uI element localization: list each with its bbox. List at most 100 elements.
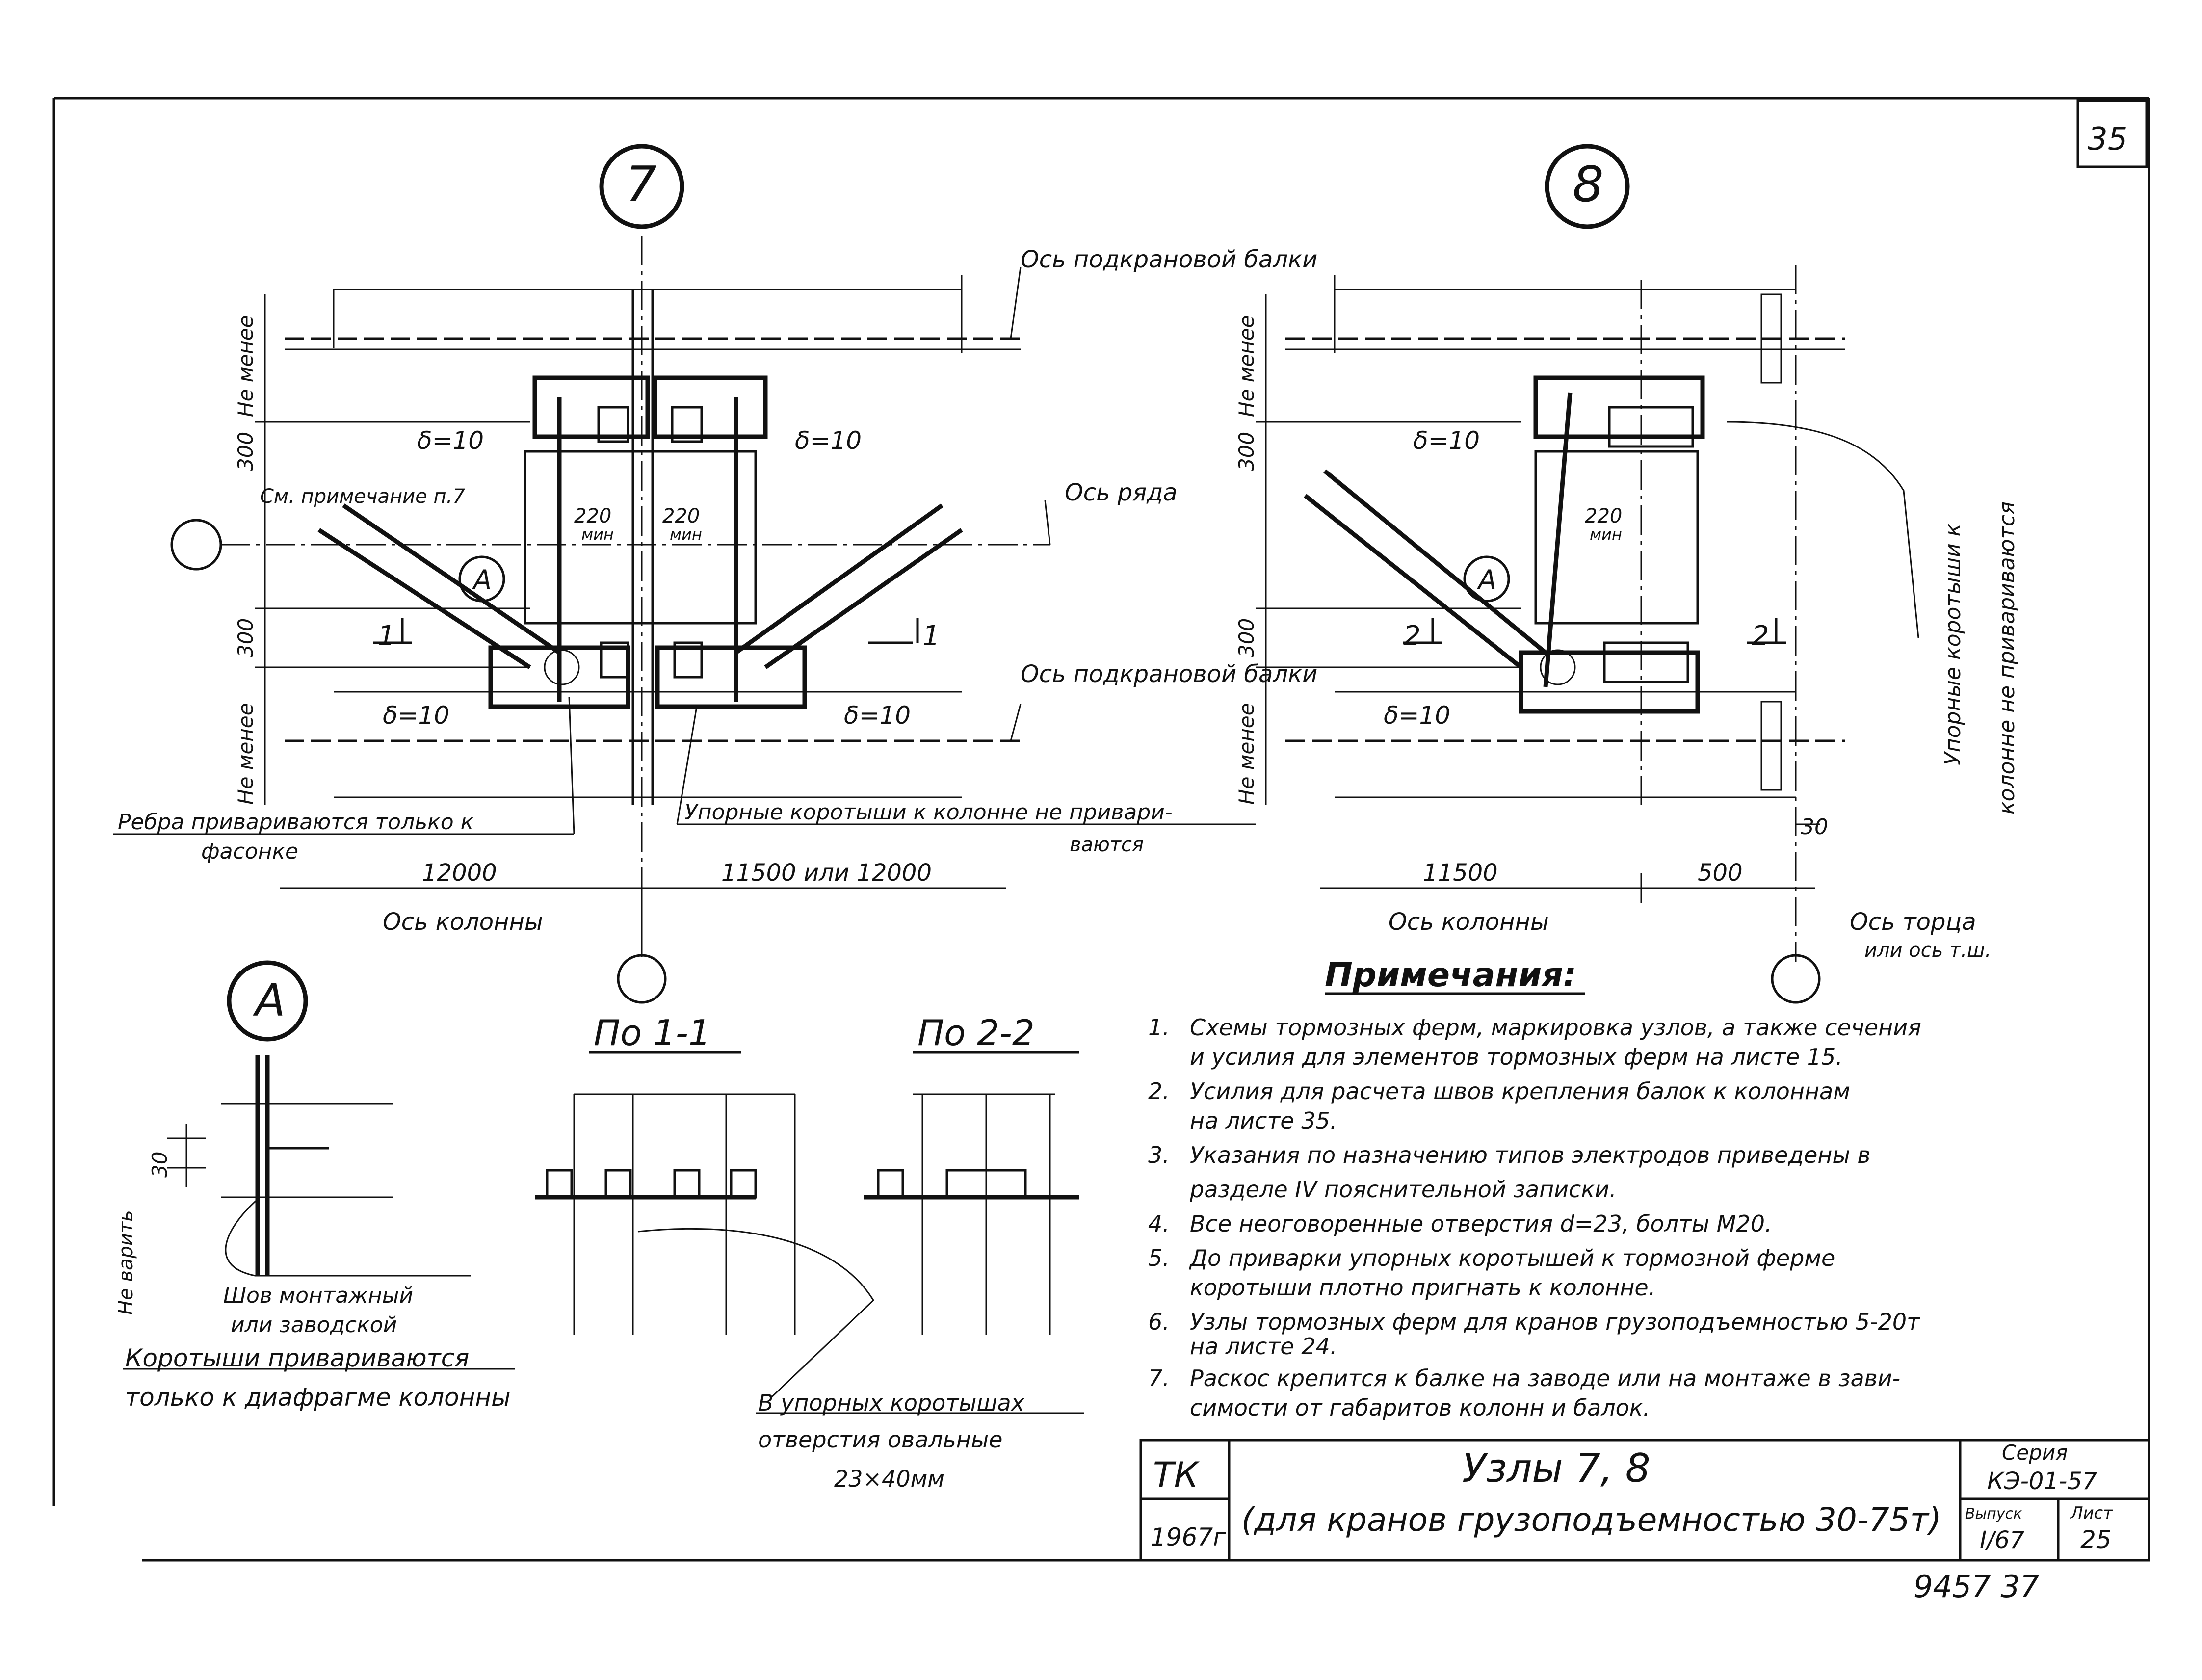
node7-dim-220-right: 220 bbox=[662, 505, 700, 527]
node7-stop-note-2: ваются bbox=[1070, 834, 1144, 856]
node8-dim-30: 30 bbox=[1801, 814, 1828, 840]
title-block bbox=[1139, 1439, 2150, 1562]
title-subtitle: (для кранов грузоподъемностью 30-75т) bbox=[1241, 1501, 1941, 1539]
issue-label: Выпуск bbox=[1965, 1505, 2022, 1522]
node7-section-left: 1 bbox=[378, 620, 395, 652]
node8-min: мин bbox=[1590, 525, 1622, 544]
node7-axis-beam-top: Ось подкрановой балки bbox=[1021, 246, 1317, 273]
title-org: ТК bbox=[1153, 1455, 1200, 1495]
node7-rib-note-2: фасонке bbox=[201, 839, 298, 864]
note-1-num: 1. bbox=[1148, 1014, 1170, 1041]
node7-callout-a-circle bbox=[458, 555, 505, 603]
node7-label: 7 bbox=[626, 156, 657, 213]
row-axis-bubble bbox=[170, 519, 222, 571]
note-5-num: 5. bbox=[1148, 1245, 1170, 1271]
node8-label: 8 bbox=[1573, 156, 1604, 213]
node8-dim-left: 11500 bbox=[1423, 859, 1498, 887]
note-6-line1: Узлы тормозных ферм для кранов грузоподъ… bbox=[1190, 1309, 1920, 1335]
node8-axis-end-1: Ось торца bbox=[1850, 908, 1976, 936]
node8-axis-end-2: или ось т.ш. bbox=[1864, 939, 1991, 962]
node8-callout-a-circle bbox=[1463, 555, 1510, 603]
holes-note-1: В упорных коротышах bbox=[758, 1390, 1025, 1416]
node7-delta-bottom-left: δ=10 bbox=[383, 701, 449, 730]
bottom-mark: 9457 37 bbox=[1914, 1569, 2039, 1604]
note-3-line2: разделе IV пояснительной записки. bbox=[1189, 1176, 1617, 1203]
node8-dim-right: 500 bbox=[1698, 859, 1743, 887]
node7-drawing bbox=[113, 144, 1256, 1004]
node7-delta-top-left: δ=10 bbox=[417, 426, 484, 455]
section-1-title: По 1-1 bbox=[594, 1012, 711, 1053]
title-main: Узлы 7, 8 bbox=[1462, 1445, 1651, 1491]
note-3-line1: Указания по назначению типов электродов … bbox=[1190, 1142, 1871, 1168]
note-2-line1: Усилия для расчета швов крепления балок … bbox=[1190, 1078, 1850, 1104]
detail-a-weld-2: или заводской bbox=[231, 1312, 397, 1338]
node7-dim-left: 12000 bbox=[422, 859, 497, 887]
series-label: Серия bbox=[2002, 1441, 2068, 1465]
sheet-label: Лист bbox=[2070, 1503, 2113, 1523]
note-7-line2: симости от габаритов колонн и балок. bbox=[1190, 1394, 1650, 1421]
title-year: 1967г bbox=[1151, 1523, 1226, 1551]
column-axis-bubble-7 bbox=[617, 954, 667, 1004]
node7-axis-column: Ось колонны bbox=[383, 908, 543, 936]
note-7-num: 7. bbox=[1148, 1365, 1170, 1391]
node8-not-less-bottom: Не менее bbox=[1234, 703, 1258, 805]
note-1-line2: и усилия для элементов тормозных ферм на… bbox=[1190, 1044, 1843, 1070]
sheet-value: 25 bbox=[2080, 1525, 2112, 1554]
node7-not-less-bottom: Не менее bbox=[234, 703, 258, 805]
note-4-num: 4. bbox=[1148, 1210, 1170, 1237]
node7-not-less-top: Не менее bbox=[234, 315, 258, 417]
holes-note-3: 23×40мм bbox=[834, 1466, 944, 1492]
node8-label-circle bbox=[1545, 144, 1630, 229]
node7-label-circle bbox=[599, 144, 684, 229]
detail-a-no-weld: Не варить bbox=[115, 1210, 137, 1315]
section-2-title: По 2-2 bbox=[918, 1012, 1035, 1053]
issue-value: I/67 bbox=[1980, 1526, 2025, 1554]
node8-drawing bbox=[1256, 144, 1919, 1004]
node7-min-right: мин bbox=[670, 525, 702, 544]
series-value: КЭ-01-57 bbox=[1987, 1468, 2097, 1495]
node8-section-left: 2 bbox=[1403, 620, 1421, 652]
note-7-line1: Раскос крепится к балке на заводе или на… bbox=[1190, 1365, 1900, 1391]
node8-vertical-note-2: колонне не привариваются bbox=[1994, 501, 2019, 814]
detail-a-drawing bbox=[123, 960, 515, 1370]
node7-stop-note-1: Упорные коротыши к колонне не привари- bbox=[684, 800, 1173, 825]
note-3-num: 3. bbox=[1148, 1142, 1170, 1168]
note-1-line1: Схемы тормозных ферм, маркировка узлов, … bbox=[1190, 1014, 1921, 1041]
note-5-line2: коротыши плотно пригнать к колонне. bbox=[1190, 1274, 1655, 1301]
node7-see-note: См. примечание п.7 bbox=[260, 485, 465, 508]
node7-axis-row: Ось ряда bbox=[1065, 479, 1178, 506]
note-6-num: 6. bbox=[1148, 1309, 1170, 1335]
detail-a-dim-30: 30 bbox=[148, 1152, 172, 1178]
node7-dim-right: 11500 или 12000 bbox=[721, 859, 932, 887]
node7-min-left: мин bbox=[581, 525, 614, 544]
note-6-line2: на листе 24. bbox=[1190, 1333, 1337, 1360]
note-2-line2: на листе 35. bbox=[1190, 1107, 1337, 1134]
detail-a-note-1: Коротыши привариваются bbox=[125, 1344, 469, 1372]
node7-callout-a: А bbox=[472, 564, 492, 595]
note-4-line1: Все неоговоренные отверстия d=23, болты … bbox=[1190, 1210, 1772, 1237]
column-axis-bubble-8 bbox=[1771, 954, 1821, 1004]
detail-a-label: А bbox=[253, 975, 286, 1026]
note-2-num: 2. bbox=[1148, 1078, 1170, 1104]
node8-callout-a: А bbox=[1477, 564, 1496, 595]
holes-note-2: отверстия овальные bbox=[758, 1426, 1002, 1453]
node8-dim-300-top: 300 bbox=[1234, 432, 1258, 471]
node8-delta-top: δ=10 bbox=[1413, 426, 1480, 455]
node8-axis-column: Ось колонны bbox=[1389, 908, 1549, 936]
detail-a-note-2: только к диафрагме колонны bbox=[125, 1383, 511, 1412]
node7-rib-note-1: Ребра привариваются только к bbox=[118, 810, 474, 835]
node7-dim-300-top: 300 bbox=[234, 432, 258, 471]
node7-delta-top-right: δ=10 bbox=[795, 426, 862, 455]
node7-dim-220-left: 220 bbox=[574, 505, 611, 527]
node8-vertical-note-1: Упорные коротыши к bbox=[1940, 523, 1966, 765]
node7-section-right: 1 bbox=[922, 620, 940, 652]
node8-dim-220: 220 bbox=[1585, 505, 1622, 527]
node8-dim-300-bottom: 300 bbox=[1234, 618, 1258, 657]
node8-section-right: 2 bbox=[1752, 620, 1769, 652]
node7-delta-bottom-right: δ=10 bbox=[844, 701, 911, 730]
notes-title: Примечания: bbox=[1325, 956, 1576, 995]
sections-drawing bbox=[535, 1051, 1084, 1414]
node7-axis-beam-bottom: Ось подкрановой балки bbox=[1021, 660, 1317, 688]
node8-delta-bottom: δ=10 bbox=[1384, 701, 1450, 730]
